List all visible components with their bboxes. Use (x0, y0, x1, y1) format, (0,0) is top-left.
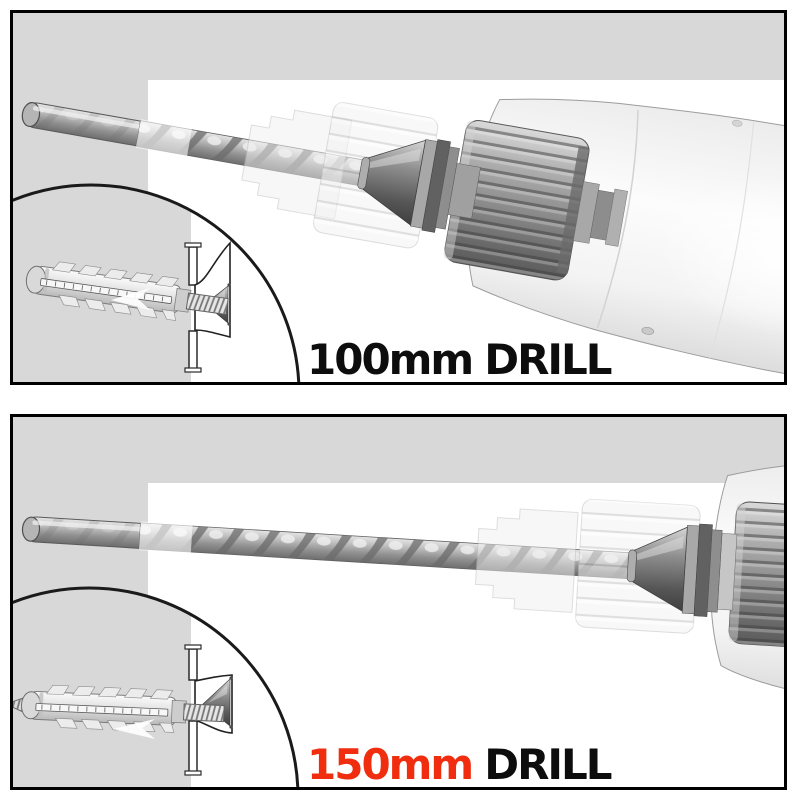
chuck-collar (410, 139, 481, 233)
ghost-collet (474, 508, 579, 613)
arrow-left-icon (113, 719, 155, 739)
inset-wall-plug (13, 586, 300, 787)
body-screw (641, 327, 654, 335)
plasterboard (184, 242, 202, 373)
inset-wall (13, 588, 191, 787)
chuck-nose-cone (626, 526, 688, 612)
chuck-drum (728, 501, 784, 652)
arrow-left-icon (111, 288, 150, 310)
chuck-nose-cone (357, 139, 426, 226)
plug-fins-bottom (58, 294, 176, 321)
rear-shaft (573, 181, 628, 247)
inset-wall-plug (13, 183, 301, 382)
power-drill (21, 98, 784, 382)
wall-plug (25, 261, 229, 321)
power-drill (21, 462, 784, 708)
screw-shank (182, 703, 225, 723)
drill-100mm-illustration (13, 13, 784, 382)
plug-fins-top (45, 684, 174, 700)
plasterboard (184, 644, 202, 776)
screw-shank (185, 292, 229, 316)
plug-fins-top (51, 261, 180, 288)
chuck-drum (443, 120, 590, 281)
inset-circle-outline (13, 183, 301, 382)
caption-drill-label: DRILL (484, 335, 612, 384)
body-screw (731, 119, 743, 127)
drill-150mm-illustration (13, 417, 784, 787)
inset-circle-outline (13, 586, 300, 787)
drill-body (467, 98, 784, 382)
wall-plug (13, 684, 225, 733)
caption-drill-label: DRILL (484, 740, 612, 789)
caption-size-label: 150mm (307, 740, 474, 789)
chuck-collar (681, 523, 738, 617)
caption-size-label: 100mm (307, 335, 474, 384)
